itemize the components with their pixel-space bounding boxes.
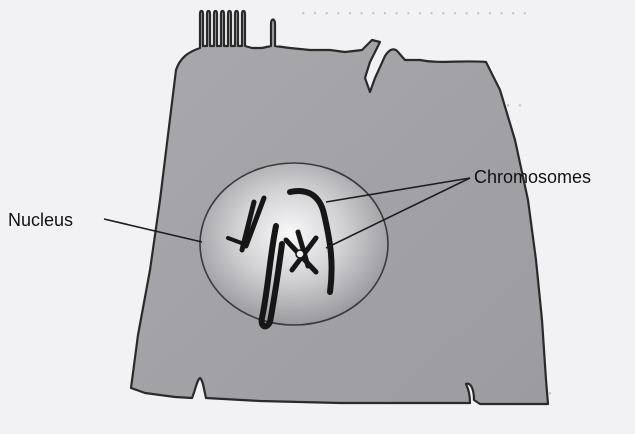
- svg-text:· · · · · · · · · · · · · · ·: · · · · · · · · · · · · · · · · · · · ·: [300, 3, 528, 25]
- nucleus: [200, 163, 388, 325]
- centromere: [296, 250, 304, 258]
- nucleus-envelope: [200, 163, 388, 325]
- chromosomes-label: Chromosomes: [474, 167, 591, 187]
- nucleus-label: Nucleus: [8, 210, 73, 230]
